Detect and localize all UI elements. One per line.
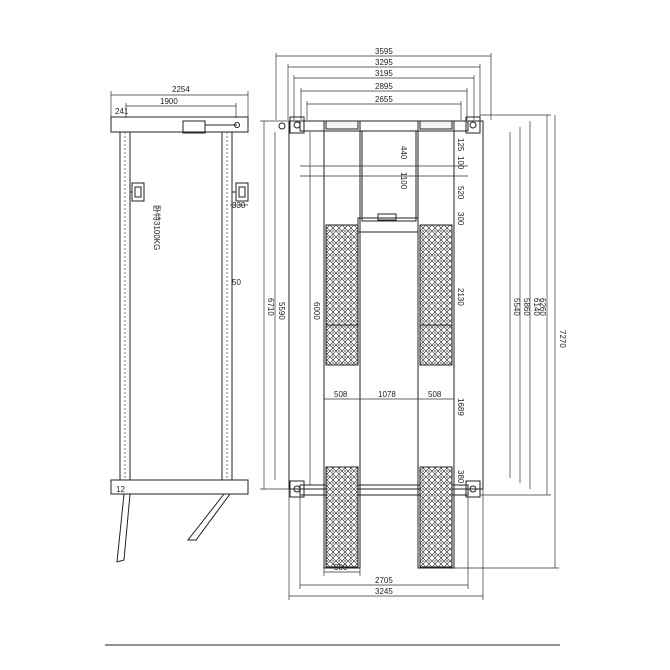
right-carriage-icon [232,182,249,202]
post-top-right-icon [465,116,481,134]
dim-inner-520: 520 [456,186,465,200]
left-runway [323,120,361,569]
right-runway-ramp [419,466,453,568]
right-runway-plate-upper [419,224,453,326]
capacity-label: 卧特3100KG [152,205,162,250]
left-carriage-icon [130,182,145,202]
dim-column-width: 241 [115,107,129,116]
dim-top-3: 2895 [375,82,393,91]
side-view: 2254 1900 241 330 卧特3100KG [110,85,249,563]
post-bottom-right-icon [465,480,481,498]
dim-inner-1689: 1689 [456,398,465,416]
dim-overall-width: 2254 [172,85,190,94]
dim-right-3: 5540 [512,298,521,316]
dim-column-spacing: 1900 [160,97,178,106]
dim-inner-100: 100 [456,156,465,170]
dim-runway-right: 508 [428,390,442,399]
post-top-left-icon [278,116,305,134]
dim-inner-125: 125 [456,138,465,152]
dim-inner-2130: 2130 [456,288,465,306]
right-runway [417,120,455,569]
dim-top-2: 3195 [375,69,393,78]
dim-bottom-1: 2705 [375,576,393,585]
top-crossbeam [110,116,249,133]
dim-right-4: 7270 [558,330,567,348]
dim-right-1: 6140 [532,298,541,316]
dim-right-0: 6260 [538,298,547,316]
dim-top-1: 3295 [375,58,393,67]
dim-inner-380: 380 [456,470,465,484]
dim-inner-300: 300 [456,212,465,226]
dim-left-0: 6710 [266,298,275,316]
dim-top-0: 3595 [375,47,393,56]
control-box [182,120,206,134]
left-ramp [116,493,131,563]
bottom-dimension-stack: 500 2705 3245 [288,489,484,600]
dim-bottom-0: 500 [334,563,348,572]
dim-left-2: 6000 [312,302,321,320]
dim-inner-440: 440 [399,146,408,160]
dim-beam-height: 50 [232,278,241,287]
dim-inner-1100: 1100 [399,172,408,190]
dim-right-2: 5860 [522,298,531,316]
dim-runway-left: 508 [334,390,348,399]
base-plate [110,479,249,495]
left-runway-ramp [325,466,359,568]
right-runway-plate-mid [419,324,453,366]
left-runway-plate-mid [325,324,359,366]
right-dimension-stack: 6260 6140 5860 5540 7270 [454,114,567,569]
right-ramp [186,493,231,541]
control-bar [357,217,419,233]
dim-bottom-2: 3245 [375,587,393,596]
left-runway-plate-upper [325,224,359,326]
dim-runway-gap: 1078 [378,390,396,399]
dim-top-4: 2655 [375,95,393,104]
dim-left-1: 5590 [277,302,286,320]
top-dimension-stack: 3595 3295 3195 2895 2655 [275,47,492,120]
dim-arm-offset: 330 [232,201,246,210]
dim-base-height: 12 [116,485,125,494]
plan-view: 3595 3295 3195 2895 2655 [260,47,567,600]
left-dimension-stack: 6710 5590 6000 [260,120,321,490]
